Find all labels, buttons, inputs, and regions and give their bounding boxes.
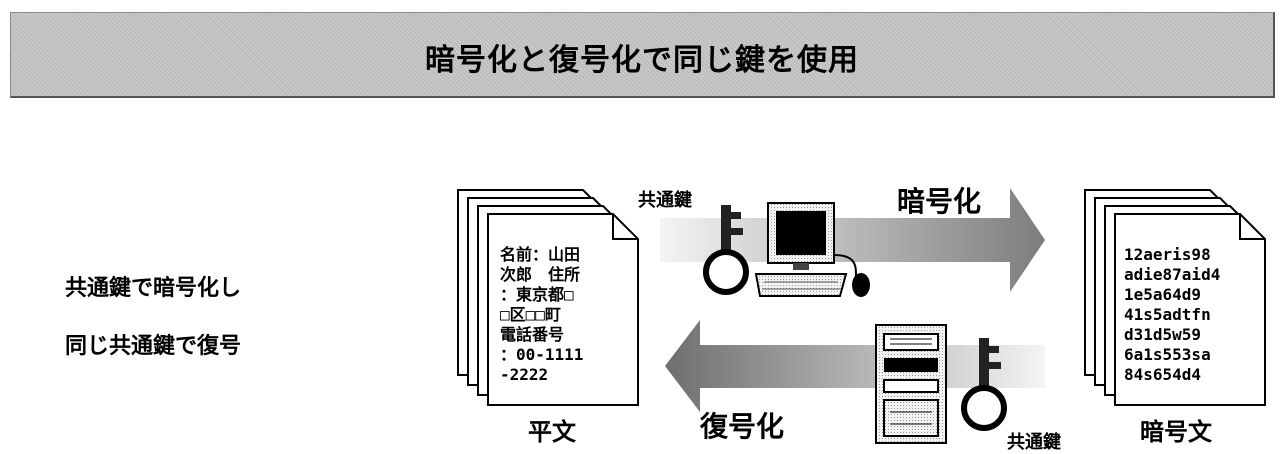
decrypt-label: 復号化 — [700, 410, 785, 443]
plaintext-label: 平文 — [528, 418, 576, 446]
ciphertext-line: 41s5adtfn — [1124, 305, 1211, 324]
plaintext-content: 名前：山田 次郎 住所 ：東京都□ □区□□町 電話番号 ：00-1111 -2… — [500, 245, 583, 385]
ciphertext-line: adie87aid4 — [1124, 265, 1221, 284]
encrypt-arrow — [660, 188, 1045, 292]
ciphertext-line: 12aeris98 — [1124, 245, 1211, 264]
ciphertext-line: d31d5w59 — [1124, 325, 1202, 344]
plaintext-line: 次郎 住所 — [500, 265, 581, 284]
computer-icon — [754, 202, 870, 297]
plaintext-line: -2222 — [500, 365, 549, 384]
encrypt-key-label: 共通鍵 — [638, 190, 692, 211]
plaintext-document-icon — [457, 189, 639, 406]
ciphertext-line: 6a1s553sa — [1124, 345, 1211, 364]
encrypt-label: 暗号化 — [897, 185, 982, 218]
ciphertext-document-icon — [1084, 189, 1266, 406]
ciphertext-line: 1e5a64d9 — [1124, 285, 1202, 304]
description-line-2: 同じ共通鍵で復号 — [65, 334, 242, 359]
plaintext-line: 電話番号 — [500, 325, 565, 344]
ciphertext-content: 12aeris98 adie87aid4 1e5a64d9 41s5adtfn … — [1124, 245, 1220, 385]
server-icon — [875, 324, 947, 444]
title-banner: 暗号化と復号化で同じ鍵を使用 — [10, 12, 1275, 98]
page-title: 暗号化と復号化で同じ鍵を使用 — [425, 43, 859, 78]
ciphertext-line: 84s654d4 — [1124, 365, 1202, 384]
description-line-1: 共通鍵で暗号化し — [65, 276, 242, 301]
decrypt-arrow — [665, 320, 1045, 412]
plaintext-line: ：東京都□ — [500, 285, 574, 304]
ciphertext-label: 暗号文 — [1140, 418, 1212, 446]
plaintext-line: 名前：山田 — [500, 245, 581, 264]
decrypt-key-label: 共通鍵 — [1007, 432, 1061, 453]
encrypt-key-icon — [703, 205, 749, 295]
decrypt-key-icon — [961, 338, 1007, 431]
plaintext-line: ：00-1111 — [500, 345, 584, 364]
plaintext-line: □区□□町 — [500, 305, 561, 324]
